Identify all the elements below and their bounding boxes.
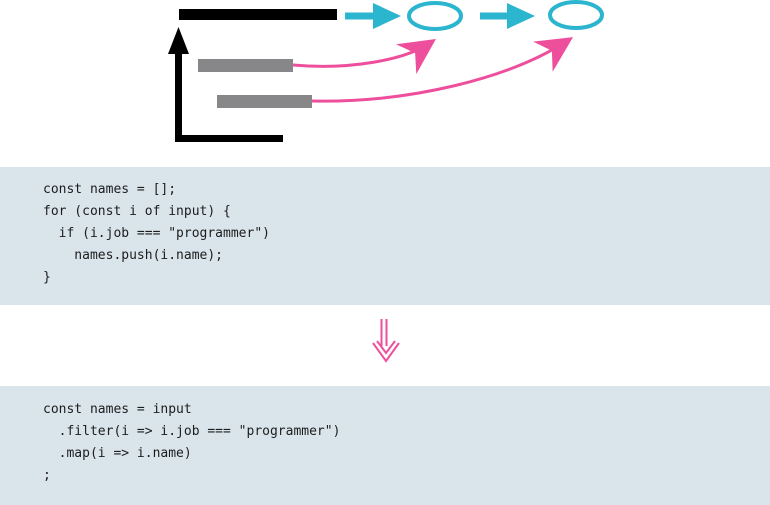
code-line: ; (43, 468, 51, 483)
code-line: const names = input (43, 402, 192, 417)
axis-arrowhead-icon (168, 27, 189, 54)
double-down-arrow-strokes (372, 319, 400, 363)
right-arrow-1-head (373, 3, 401, 29)
ellipse-node-2 (548, 0, 604, 30)
transformation-diagram (168, 0, 604, 142)
code-line: const names = []; (43, 182, 177, 197)
right-arrow-icon-2 (480, 3, 535, 29)
code-lines: const names = []; for (const i of input)… (0, 167, 770, 289)
double-down-arrow-icon (372, 319, 400, 363)
code-line: for (const i of input) { (43, 204, 231, 219)
code-block-functional: const names = input .filter(i => i.job =… (0, 386, 770, 505)
black-bar (179, 9, 337, 20)
code-line: } (43, 270, 51, 285)
code-line: .filter(i => i.job === "programmer") (43, 424, 341, 439)
curved-arrow-icon-2 (311, 37, 574, 103)
code-line: names.push(i.name); (43, 248, 224, 263)
axis-up-arrow-icon (175, 48, 283, 142)
right-arrow-2-head (507, 3, 535, 29)
gray-bar-1 (198, 59, 293, 72)
code-block-imperative: const names = []; for (const i of input)… (0, 167, 770, 305)
code-lines: const names = input .filter(i => i.job =… (0, 386, 770, 487)
right-arrow-icon-1 (345, 3, 401, 29)
curved-arrow-icon-1 (292, 38, 436, 75)
code-line: .map(i => i.name) (43, 446, 192, 461)
ellipse-node-1 (407, 1, 463, 31)
code-line: if (i.job === "programmer") (43, 226, 270, 241)
gray-bar-2 (217, 95, 312, 108)
